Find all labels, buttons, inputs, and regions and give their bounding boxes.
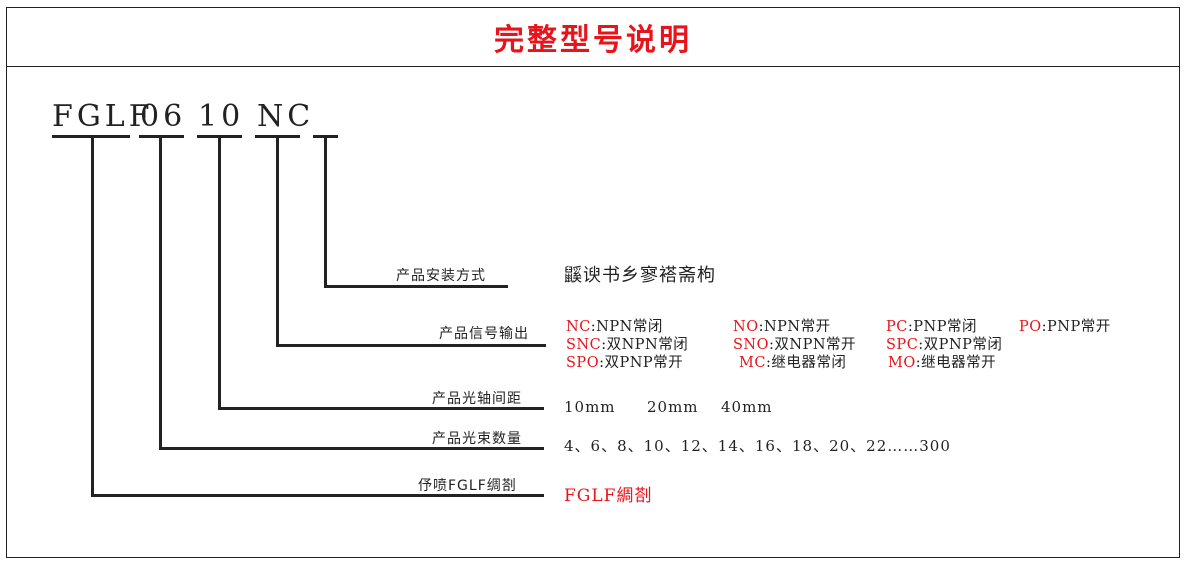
code-series: FGLF bbox=[52, 99, 154, 134]
value-spacing-10: 10mm bbox=[564, 398, 616, 416]
option-mo: MO:继电器常开 bbox=[888, 355, 997, 371]
label-output: 产品信号输出 bbox=[439, 326, 529, 342]
option-po: PO:PNP常开 bbox=[1019, 319, 1111, 335]
connector-mount-h bbox=[324, 285, 508, 288]
option-sno: SNO:双NPN常开 bbox=[733, 337, 857, 353]
connector-beams-h bbox=[159, 447, 544, 450]
label-series: 伃喷FGLF绸剳 bbox=[418, 478, 517, 494]
code-output: NC bbox=[257, 99, 315, 134]
title-bar: 完整型号说明 bbox=[7, 8, 1179, 67]
value-series: FGLF綢剳 bbox=[564, 486, 653, 506]
connector-beams-v bbox=[159, 136, 162, 450]
option-no: NO:NPN常开 bbox=[733, 319, 831, 335]
label-mount: 产品安装方式 bbox=[396, 268, 486, 284]
spec-frame: 完整型号说明 bbox=[6, 7, 1180, 558]
code-beams: 06 bbox=[140, 99, 187, 134]
option-nc: NC:NPN常闭 bbox=[566, 319, 663, 335]
page-title: 完整型号说明 bbox=[494, 23, 692, 58]
value-spacing-20: 20mm bbox=[647, 398, 699, 416]
connector-series-v bbox=[91, 136, 94, 497]
connector-mount-v bbox=[324, 136, 327, 288]
option-pc: PC:PNP常闭 bbox=[886, 319, 977, 335]
value-mount: 鼷谀书乡寥褡斋枸 bbox=[564, 265, 716, 286]
connector-spacing-v bbox=[218, 136, 221, 410]
connector-series-h bbox=[91, 494, 544, 497]
value-beams: 4、6、8、10、12、14、16、18、20、22……300 bbox=[564, 437, 951, 455]
connector-spacing-h bbox=[218, 407, 544, 410]
option-mc: MC:继电器常闭 bbox=[739, 355, 847, 371]
label-spacing: 产品光轴间距 bbox=[432, 391, 522, 407]
option-spc: SPC:双PNP常闭 bbox=[886, 337, 1003, 353]
option-snc: SNC:双NPN常闭 bbox=[566, 337, 689, 353]
label-beams: 产品光束数量 bbox=[432, 431, 522, 447]
option-spo: SPO:双PNP常开 bbox=[566, 355, 684, 371]
connector-output-h bbox=[276, 344, 546, 347]
value-spacing-40: 40mm bbox=[721, 398, 773, 416]
connector-output-v bbox=[276, 136, 279, 347]
code-spacing: 10 bbox=[198, 99, 245, 134]
